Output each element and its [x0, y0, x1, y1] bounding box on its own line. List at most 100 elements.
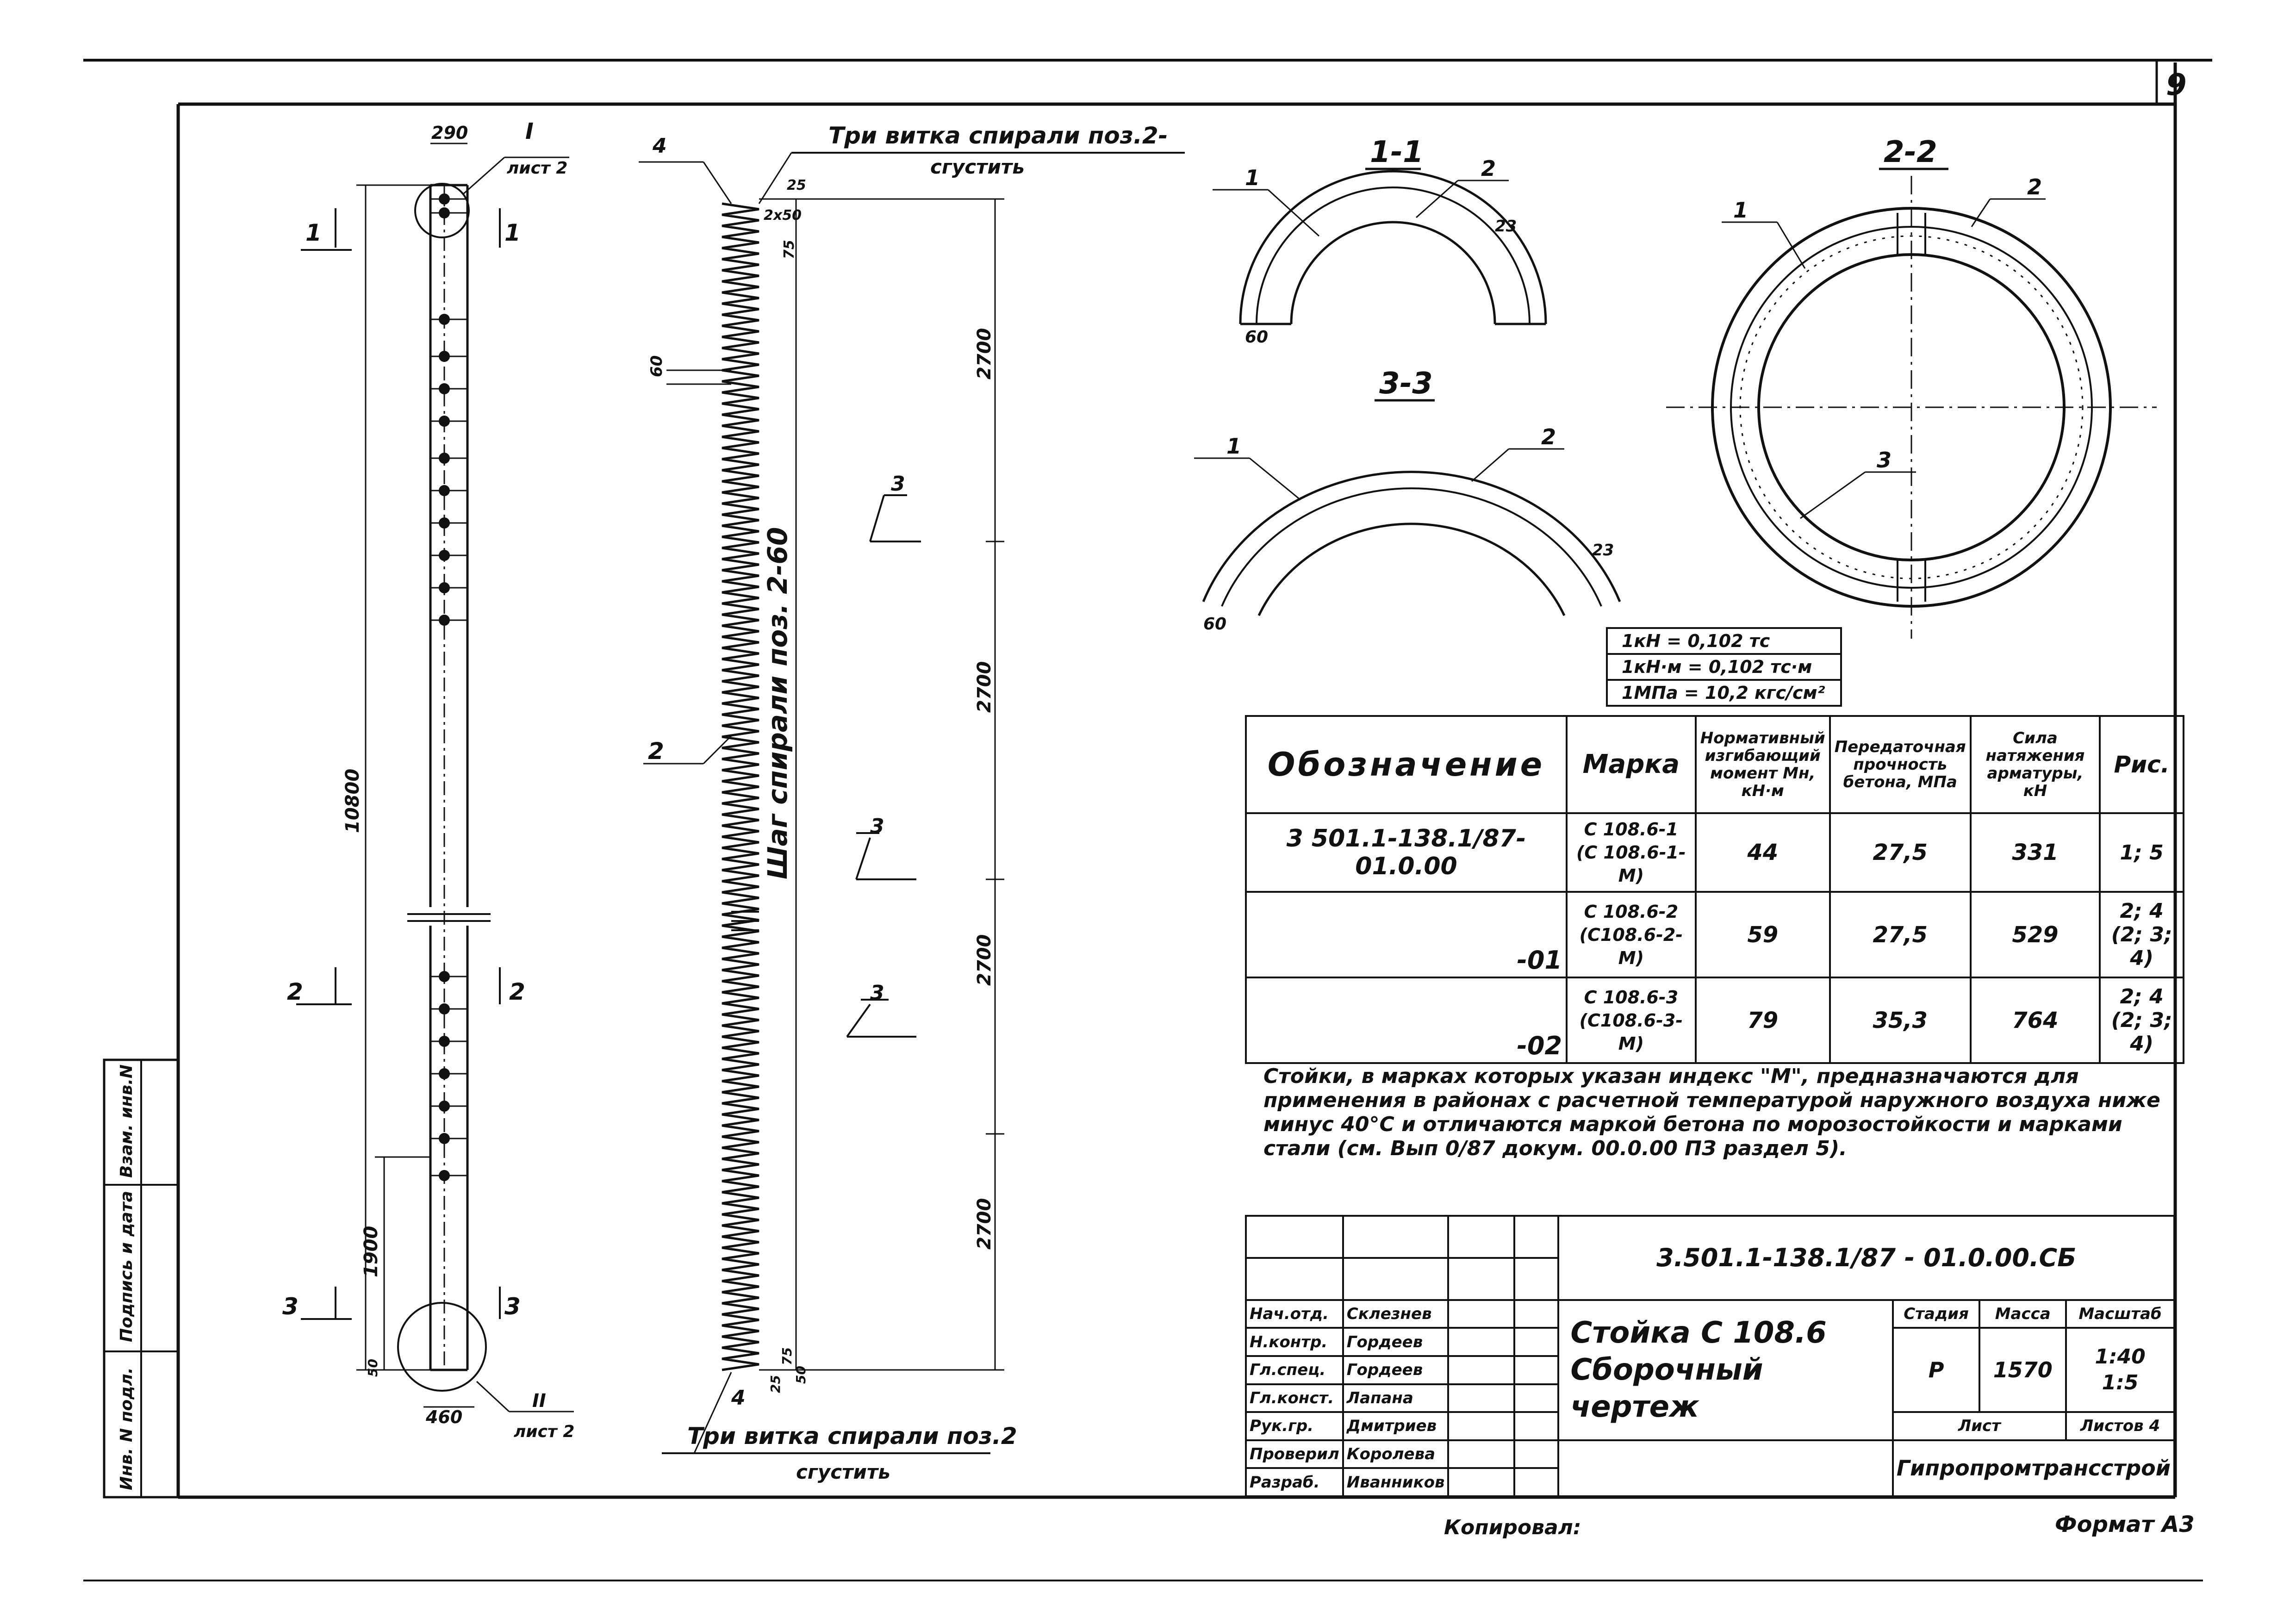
- header-force: Сила натяжения арматуры, кН: [1969, 715, 2101, 814]
- pos-top: 4: [652, 134, 667, 158]
- name-7: Иванников: [1342, 1467, 1450, 1497]
- header-fig: Рис.: [2099, 715, 2184, 814]
- row1-mark1: С 108.6-1: [1584, 819, 1679, 840]
- role-5: Рук.гр.: [1245, 1411, 1344, 1441]
- s33-dim-23: 23: [1592, 541, 1614, 560]
- page-number: 9: [2166, 68, 2187, 102]
- title-block: 3.501.1-138.1/87 - 01.0.00.СБ Нач.отд. С…: [1245, 1215, 2176, 1498]
- pos-spiral: 2: [648, 738, 664, 765]
- stage-value: Р: [1892, 1327, 1981, 1413]
- row3-designation: -02: [1244, 977, 1568, 1064]
- pitch-dim: 60: [647, 355, 666, 377]
- segment-dim-1: 2700: [974, 328, 995, 380]
- stamp-inv: Инв. N подл.: [117, 1368, 136, 1490]
- ref-bottom-sheet: лист 2: [514, 1422, 574, 1441]
- section-mark-1a: 1: [305, 219, 322, 246]
- total-height-dim: 10800: [342, 769, 363, 833]
- top-dim-2x50: 2х50: [764, 207, 802, 224]
- spec-row-2: -01 С 108.6-2(С108.6-2-М) 59 27,5 529 2;…: [1244, 891, 2184, 978]
- section-1-1-title: 1-1: [1370, 135, 1424, 169]
- section-mark-3b: 3: [504, 1293, 521, 1320]
- row2-strength: 27,5: [1829, 891, 1972, 978]
- spec-row-1: 3 501.1-138.1/87-01.0.00 С 108.6-1(С 108…: [1244, 812, 2184, 893]
- ref-top-sheet: лист 2: [507, 159, 567, 178]
- section-2-2-title: 2-2: [1884, 135, 1937, 169]
- name-3: Гордеев: [1342, 1355, 1450, 1385]
- copied-label: Копировал:: [1444, 1516, 1581, 1539]
- s11-dim-23: 23: [1495, 217, 1517, 236]
- stage-header: Стадия: [1892, 1299, 1981, 1329]
- name-4: Лапана: [1342, 1383, 1450, 1413]
- row2-designation: -01: [1244, 891, 1568, 978]
- s11-label-1: 1: [1245, 165, 1260, 190]
- s22-label-2: 2: [2027, 174, 2042, 199]
- doc-code: 3.501.1-138.1/87 - 01.0.00.СБ: [1557, 1215, 2175, 1301]
- section-mark-3a: 3: [282, 1293, 299, 1320]
- section-1-1: 1-1 1 2 23 60: [1213, 135, 1547, 347]
- unit-mpa: 1МПа = 10,2 кгс/см²: [1606, 679, 1842, 707]
- row3-mark1: С 108.6-3: [1584, 987, 1679, 1008]
- top-dim-25: 25: [787, 177, 806, 193]
- role-6: Проверил: [1245, 1439, 1344, 1469]
- spec-row-3: -02 С 108.6-3(С108.6-3-М) 79 35,3 764 2;…: [1244, 977, 2184, 1064]
- bottom-offset-dim: 50: [365, 1359, 380, 1377]
- spec-table: Обозначение Марка Нормативный изгибающий…: [1244, 715, 2184, 1064]
- row1-designation: 3 501.1-138.1/87-01.0.00: [1244, 812, 1568, 893]
- row1-strength: 27,5: [1829, 812, 1972, 893]
- lower-height-dim: 1900: [361, 1226, 382, 1277]
- segment-dim-3: 2700: [974, 934, 995, 986]
- units-table: 1кН = 0,102 тс 1кН·м = 0,102 тс·м 1МПа =…: [1606, 627, 1842, 707]
- note-bottom-line1: Три витка спирали поз.2: [687, 1423, 1017, 1450]
- row2-fig: 2; 4 (2; 3; 4): [2099, 891, 2184, 978]
- note-bottom-line2: сгустить: [796, 1461, 890, 1483]
- header-mark: Марка: [1566, 715, 1697, 814]
- title-line1: Стойка С 108.6: [1570, 1316, 1827, 1350]
- organization: Гипропромтрансстрой: [1892, 1439, 2176, 1498]
- row3-mark2: (С108.6-3-М): [1579, 1010, 1683, 1054]
- ref-bottom-roman: II: [532, 1390, 546, 1412]
- row3-fig: 2; 4 (2; 3; 4): [2099, 977, 2184, 1064]
- format-label: Формат А3: [2055, 1512, 2195, 1537]
- pos-bottom: 4: [731, 1386, 746, 1410]
- ref-top-roman: I: [525, 118, 534, 144]
- name-6: Королева: [1342, 1439, 1450, 1469]
- s33-label-2: 2: [1541, 424, 1556, 449]
- section-mark-2a: 2: [287, 978, 303, 1005]
- row1-fig: 1; 5: [2099, 812, 2184, 893]
- scale-value-2: 1:5: [2102, 1371, 2139, 1395]
- sheet-label: Лист: [1892, 1411, 2067, 1441]
- row2-mark2: (С108.6-2-М): [1579, 924, 1683, 968]
- mass-value: 1570: [1979, 1327, 2067, 1413]
- column-drawing: 290 460 10800 1900 50 I лист 2 II лист 2…: [282, 118, 574, 1441]
- top-width-dim: 290: [431, 123, 468, 143]
- row1-force: 331: [1969, 812, 2101, 893]
- s22-label-3: 3: [1877, 448, 1892, 473]
- s33-label-1: 1: [1226, 434, 1241, 459]
- role-4: Гл.конст.: [1245, 1383, 1344, 1413]
- row3-strength: 35,3: [1829, 977, 1972, 1064]
- scale-value-1: 1:40: [2095, 1345, 2146, 1369]
- header-strength: Передаточная прочность бетона, МПа: [1829, 715, 1972, 814]
- row3-force: 764: [1969, 977, 2101, 1064]
- name-1: Склезнев: [1342, 1299, 1450, 1329]
- role-2: Н.контр.: [1245, 1327, 1344, 1357]
- bottom-dim-75: 75: [779, 1347, 795, 1365]
- unit-kn: 1кН = 0,102 тс: [1606, 627, 1842, 655]
- unit-knm: 1кН·м = 0,102 тс·м: [1606, 653, 1842, 681]
- name-2: Гордеев: [1342, 1327, 1450, 1357]
- bottom-dim-50: 50: [793, 1366, 809, 1384]
- scale-header: Масштаб: [2065, 1299, 2175, 1329]
- section-mark-2b: 2: [509, 978, 525, 1005]
- section-2-2: 2-2 1 2 3: [1666, 135, 2157, 639]
- s11-dim-60: 60: [1245, 328, 1268, 347]
- section-3-3: 3-3 1 2 23 60: [1194, 367, 1621, 634]
- s11-label-2: 2: [1481, 156, 1496, 181]
- role-7: Разраб.: [1245, 1467, 1344, 1497]
- s33-dim-60: 60: [1203, 615, 1226, 634]
- side-stamp: Инв. N подл. Подпись и дата Взам. инв.N: [103, 1058, 180, 1499]
- header-moment: Нормативный изгибающий момент Мн, кН·м: [1694, 715, 1831, 814]
- row2-mark1: С 108.6-2: [1584, 901, 1679, 922]
- cut-mark-3: 3: [870, 981, 884, 1005]
- role-1: Нач.отд.: [1245, 1299, 1344, 1329]
